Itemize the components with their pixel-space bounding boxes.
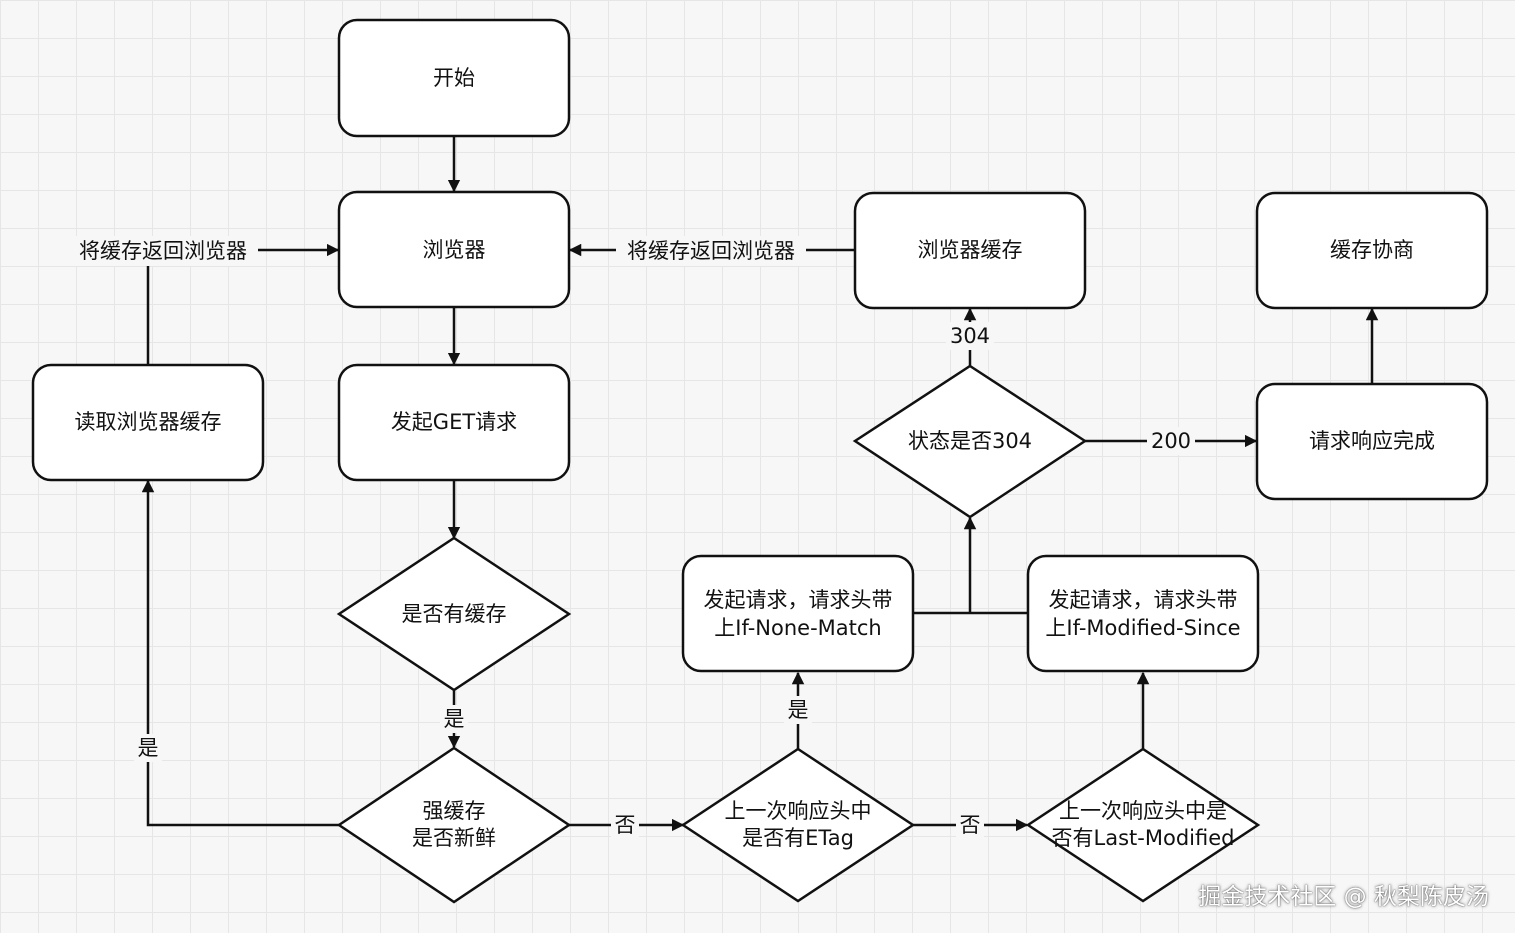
edge-label-return-left: 将缓存返回浏览器 <box>79 239 247 263</box>
edge-fresh-to-read-cache <box>141 479 340 827</box>
edge-label-304: 304 <box>950 324 990 348</box>
node-has-last-modified-line2: 否有Last-Modified <box>1052 826 1235 850</box>
edge-label-has-cache-yes: 是 <box>444 707 465 731</box>
node-has-last-modified-line1: 上一次响应头中是 <box>1059 799 1227 823</box>
node-get-request-label: 发起GET请求 <box>391 410 517 434</box>
node-req-if-modified-since-line1: 发起请求，请求头带 <box>1049 588 1238 612</box>
node-req-if-none-match-line2: 上If-None-Match <box>714 616 881 640</box>
edge-label-fresh-no: 否 <box>615 813 636 837</box>
node-strong-cache-fresh-line2: 是否新鲜 <box>412 826 496 850</box>
edge-label-etag-yes: 是 <box>788 698 809 722</box>
node-cache-negotiation-label: 缓存协商 <box>1330 238 1414 262</box>
edge-label-etag-no: 否 <box>960 813 981 837</box>
node-cache-negotiation: 缓存协商 <box>1255 191 1489 310</box>
node-browser-label: 浏览器 <box>423 238 486 262</box>
node-has-etag: 上一次响应头中 是否有ETag <box>680 747 916 903</box>
node-start: 开始 <box>337 18 571 138</box>
node-strong-cache-fresh-line1: 强缓存 <box>423 799 486 823</box>
edge-label-return-right: 将缓存返回浏览器 <box>627 239 795 263</box>
node-has-etag-line2: 是否有ETag <box>742 826 854 850</box>
edge-read-cache-to-browser <box>146 243 340 365</box>
edge-labels: 将缓存返回浏览器 将缓存返回浏览器 是 是 否 是 否 304 200 <box>68 236 1195 839</box>
edge-label-200: 200 <box>1151 429 1191 453</box>
node-get-request: 发起GET请求 <box>337 363 571 482</box>
edge-label-fresh-yes: 是 <box>138 736 159 760</box>
node-browser-cache: 浏览器缓存 <box>853 191 1087 310</box>
node-req-if-none-match: 发起请求，请求头带 上If-None-Match <box>681 554 915 673</box>
node-has-cache-label: 是否有缓存 <box>402 602 507 626</box>
node-strong-cache-fresh: 强缓存 是否新鲜 <box>336 746 572 904</box>
node-read-browser-cache: 读取浏览器缓存 <box>31 363 265 482</box>
node-status-304: 状态是否304 <box>852 364 1088 519</box>
node-browser-cache-label: 浏览器缓存 <box>918 238 1023 262</box>
node-read-browser-cache-label: 读取浏览器缓存 <box>75 410 222 434</box>
watermark: 掘金技术社区 @ 秋梨陈皮汤 <box>1198 884 1489 910</box>
node-has-last-modified: 上一次响应头中是 否有Last-Modified <box>1025 747 1261 903</box>
node-req-if-modified-since-line2: 上If-Modified-Since <box>1045 616 1240 640</box>
node-has-cache: 是否有缓存 <box>336 536 572 692</box>
node-has-etag-line1: 上一次响应头中 <box>725 799 872 823</box>
node-browser: 浏览器 <box>337 190 571 309</box>
node-response-complete: 请求响应完成 <box>1255 382 1489 501</box>
node-response-complete-label: 请求响应完成 <box>1309 429 1435 453</box>
node-start-label: 开始 <box>433 66 475 90</box>
node-req-if-modified-since: 发起请求，请求头带 上If-Modified-Since <box>1026 554 1260 673</box>
node-status-304-label: 状态是否304 <box>908 429 1032 453</box>
node-req-if-none-match-line1: 发起请求，请求头带 <box>704 588 893 612</box>
